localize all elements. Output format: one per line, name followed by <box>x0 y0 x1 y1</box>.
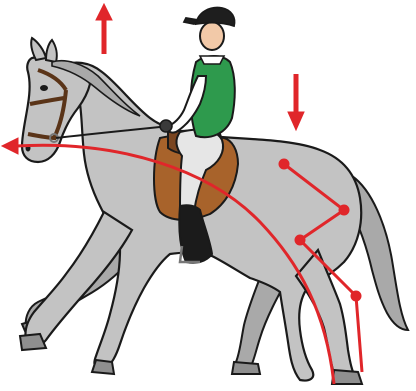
joint-hock <box>295 235 305 245</box>
horse-ear <box>31 38 46 60</box>
rider-helmet <box>184 8 235 26</box>
rider-face <box>200 22 224 50</box>
rider-collar <box>200 56 224 64</box>
hoof-near-front <box>20 334 46 350</box>
up-arrow <box>96 4 112 54</box>
horse-eye <box>40 85 48 91</box>
hoof-far-hind <box>232 362 260 374</box>
joint-hip <box>279 159 289 169</box>
rider-hand <box>160 120 172 132</box>
joint-fetlock <box>351 291 361 301</box>
horse-ear <box>46 40 57 62</box>
down-arrow <box>288 74 304 130</box>
hoof-far-front-2 <box>92 360 114 374</box>
hoof-near-hind <box>332 370 362 384</box>
joint-stifle <box>339 205 349 215</box>
